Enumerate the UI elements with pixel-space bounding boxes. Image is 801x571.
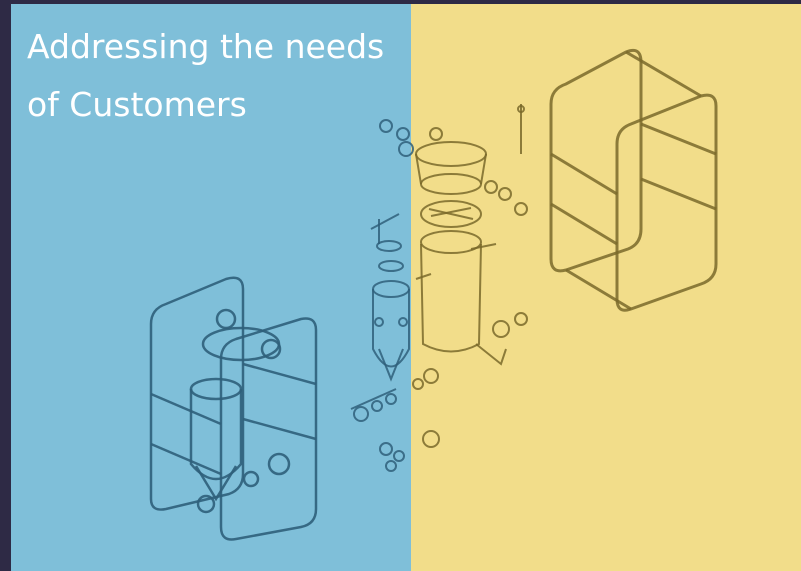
- exploded-parts-yellow: [412, 104, 528, 448]
- slide: Addressing the needs of Customers: [11, 4, 801, 571]
- left-blue-panel: [11, 4, 411, 571]
- right-yellow-panel: [411, 4, 801, 571]
- assembled-unit-drawing: [149, 276, 318, 541]
- slide-title: Addressing the needs of Customers: [27, 18, 407, 134]
- empty-frame-drawing: [549, 48, 718, 312]
- exploded-diagram-illustration: [149, 48, 718, 541]
- title-line-1: Addressing the needs: [27, 27, 385, 66]
- title-line-2: of Customers: [27, 85, 247, 124]
- exploded-parts-blue: [350, 119, 414, 472]
